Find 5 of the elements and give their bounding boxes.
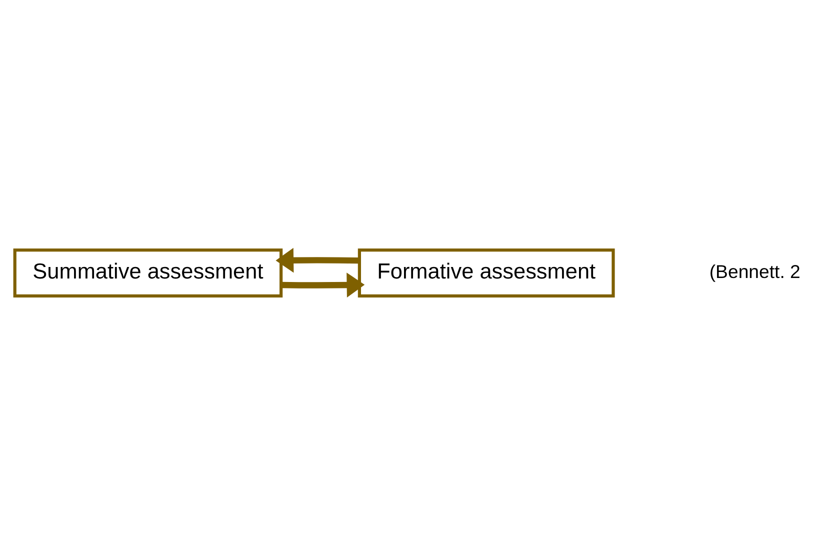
arrow [276, 248, 360, 273]
node-box: Formative assessment [358, 248, 615, 298]
node-box: Summative assessment [13, 248, 283, 298]
label: (Bennett. 2 [709, 260, 800, 282]
arrow [281, 272, 365, 298]
